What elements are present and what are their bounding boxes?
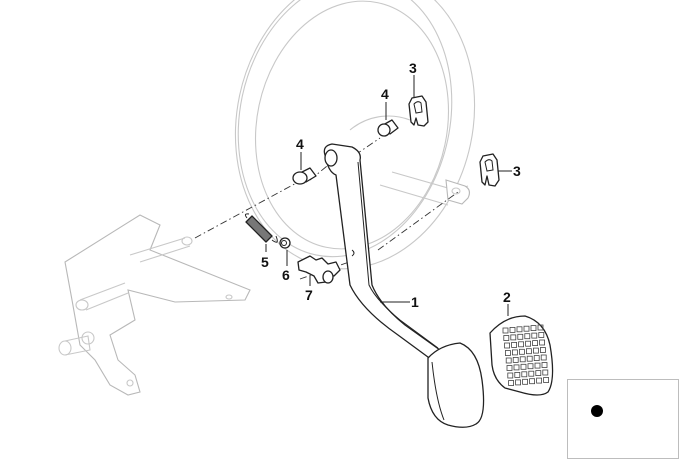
tread-cell [516,326,523,333]
tread-cell [510,334,517,341]
tread-cell [514,371,521,378]
tread-cell [512,356,519,363]
tread-cell [508,380,515,386]
tread-cell [538,332,545,338]
callout-3-right: 3 [513,163,521,179]
tread-cell [528,370,535,377]
tread-cell [536,377,542,384]
tread-cell [543,377,549,383]
bushing-small-part [279,237,291,249]
pad-tread-grid [502,324,549,386]
callout-5: 5 [261,254,269,270]
tread-cell [522,378,528,385]
legend-dot-icon [591,405,603,417]
legend-box [567,379,679,459]
tread-cell [509,326,516,333]
tread-cell [512,349,518,356]
tread-cell [526,348,532,355]
callout-6: 6 [282,267,290,283]
clip-upper-part [408,95,429,127]
tread-cell [506,365,513,371]
tread-cell [503,335,510,341]
switch-bracket-part [297,249,355,284]
tread-cell [504,350,511,356]
bushing-upper-part [377,119,399,137]
tread-cell [533,355,540,362]
tread-cell [526,355,533,362]
tread-cell [521,371,528,378]
bushing-left-part [292,167,317,185]
tread-cell [523,325,530,332]
tread-cell [539,339,545,346]
tread-cell [540,347,546,353]
tread-cell [525,340,531,347]
tread-cell [531,332,538,339]
pedal-arm-part [323,143,485,428]
tread-cell [515,379,521,386]
callout-2: 2 [503,289,511,305]
callout-1: 1 [411,294,419,310]
tread-cell [533,347,539,354]
callout-4-upper: 4 [381,86,389,102]
tread-cell [540,354,547,361]
callout-3-upper: 3 [409,60,417,76]
tread-cell [534,362,541,369]
tread-cell [517,333,524,340]
tread-cell [519,348,525,355]
tread-cell [507,372,514,379]
tread-cell [505,357,512,364]
tread-cell [541,362,548,368]
pedal-bracket-ghost [58,214,251,396]
return-spring-part [244,213,278,243]
tread-cell [529,378,535,385]
clip-right-part [479,153,500,187]
callout-4-left: 4 [296,136,304,152]
tread-cell [542,369,549,376]
tread-cell [513,364,520,371]
tread-cell [511,341,518,348]
tread-cell [535,370,542,377]
tread-cell [518,341,524,348]
tread-cell [537,324,544,331]
tread-cell [527,363,534,370]
tread-cell [519,356,526,363]
tread-cell [504,342,511,349]
part-callouts: 1 2 3 3 4 4 5 6 7 [261,60,521,316]
tread-cell [524,333,531,340]
tread-cell [502,327,509,334]
pedal-pad-part [489,315,554,396]
tread-cell [520,363,527,370]
callout-7: 7 [305,287,313,303]
tread-cell [532,340,538,347]
tread-cell [530,325,537,332]
